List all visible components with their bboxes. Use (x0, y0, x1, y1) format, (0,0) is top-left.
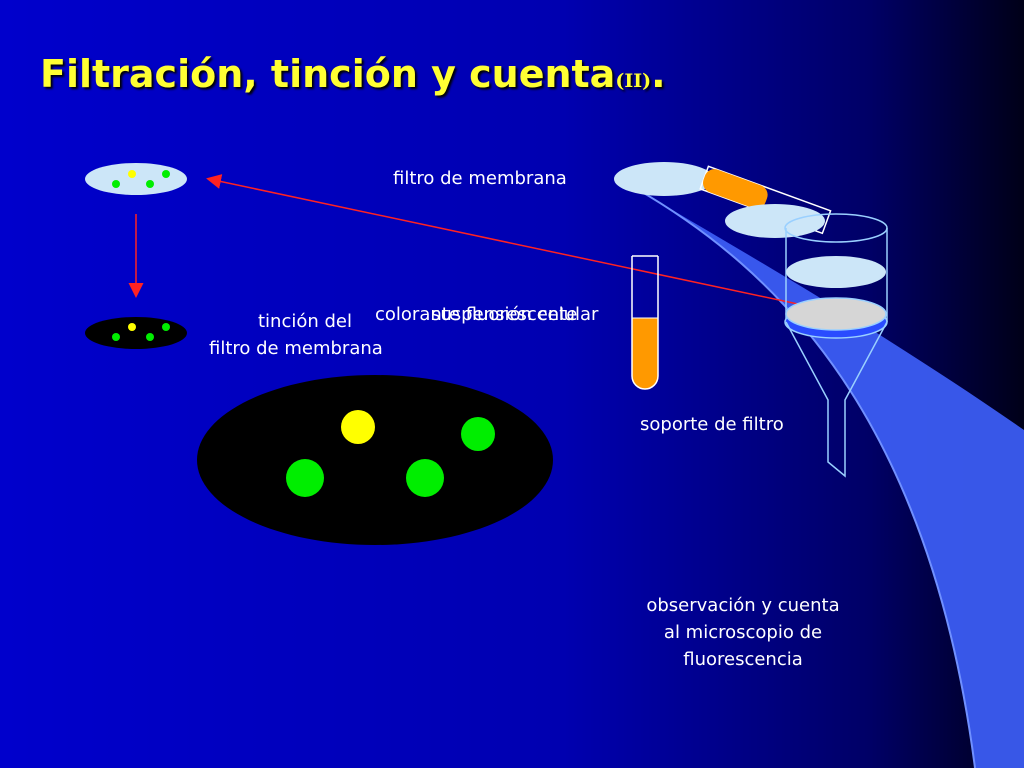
membrane-filter-disk (85, 163, 187, 195)
cell-green-large (461, 417, 495, 451)
label-observation-line3: fluorescencia (683, 649, 803, 670)
light-beam-swoosh (630, 185, 1024, 768)
title-period: . (651, 52, 666, 96)
label-fluorescent-dye: colorante fluorescente (375, 304, 578, 325)
cell-green (112, 180, 120, 188)
filter-in-holder (786, 256, 886, 288)
slide-title: Filtración, tinción y cuenta(II). (40, 52, 666, 96)
microscope-field-view (197, 375, 553, 545)
cell-green-large (406, 459, 444, 497)
test-tube (631, 255, 659, 390)
label-observation: observación y cuenta al microscopio de f… (624, 592, 862, 673)
cell-green (112, 333, 120, 341)
stained-filter-disk (85, 317, 187, 349)
cell-green-large (286, 459, 324, 497)
cell-green (146, 333, 154, 341)
cell-yellow-large (341, 410, 375, 444)
label-filter-holder: soporte de filtro (640, 414, 784, 435)
cell-yellow (128, 170, 136, 178)
light-beam-edge (629, 184, 976, 768)
title-main: Filtración, tinción y cuenta (40, 52, 616, 96)
label-staining-line1: tinción del (258, 311, 353, 332)
cell-green (162, 170, 170, 178)
label-observation-line2: al microscopio de (663, 622, 823, 643)
label-cell-suspension: suspensión celular (431, 304, 599, 325)
cell-green (146, 180, 154, 188)
label-observation-line1: observación y cuenta (646, 595, 840, 616)
title-subscript: (II) (615, 70, 652, 92)
cell-green (162, 323, 170, 331)
arrow-back-to-filter (206, 174, 846, 315)
membrane-filter-disk-falling (725, 204, 825, 238)
membrane-filter-disk-top (614, 162, 714, 196)
cell-yellow (128, 323, 136, 331)
filter-holder-funnel (784, 213, 888, 478)
filter-on-support (785, 297, 887, 331)
label-membrane-filter: filtro de membrana (393, 168, 567, 189)
label-staining-line2: filtro de membrana (209, 338, 383, 359)
